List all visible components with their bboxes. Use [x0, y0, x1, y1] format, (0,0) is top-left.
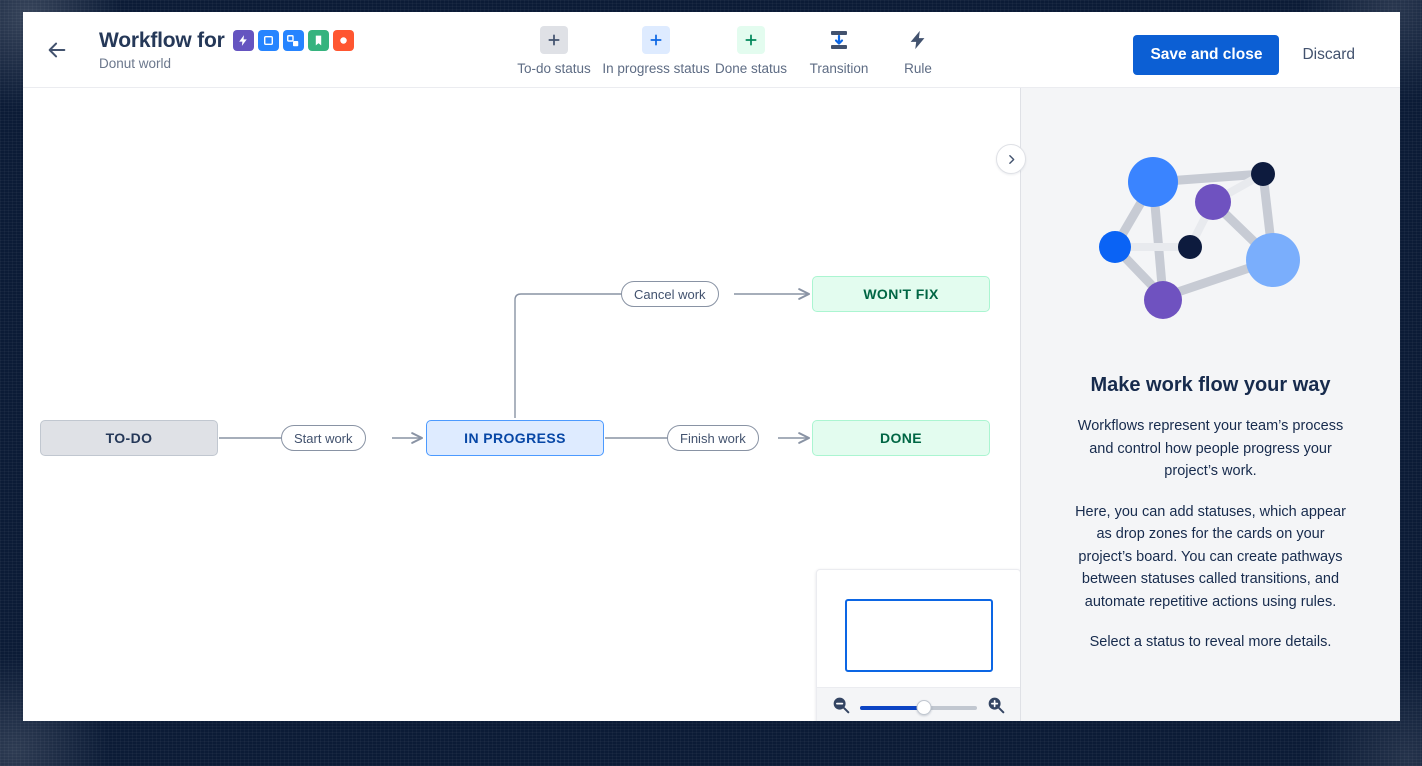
- story-icon[interactable]: [307, 30, 329, 51]
- transition-start-work[interactable]: Start work: [281, 425, 366, 451]
- chevron-right-icon: [1008, 154, 1014, 164]
- issue-type-icon-group: [232, 30, 354, 51]
- collapse-panel-button[interactable]: [996, 144, 1026, 174]
- workflow-editor-app: Workflow for: [23, 12, 1400, 721]
- page-title: Workflow for: [99, 28, 225, 52]
- panel-divider: [1020, 88, 1021, 721]
- zoom-slider[interactable]: [860, 700, 977, 716]
- header-actions: Save and close Discard: [1133, 35, 1372, 75]
- status-node-label: DONE: [879, 430, 923, 446]
- add-rule-button[interactable]: Rule: [883, 20, 953, 76]
- add-inprogress-status-label: In progress status: [602, 61, 710, 76]
- add-rule-label: Rule: [904, 61, 932, 76]
- status-node-label: WON'T FIX: [863, 286, 939, 302]
- editor-body: TO-DO IN PROGRESS DONE WON'T FIX Start w…: [23, 88, 1400, 721]
- zoom-in-icon[interactable]: [985, 694, 1007, 721]
- epic-icon[interactable]: [232, 30, 254, 51]
- add-transition-label: Transition: [809, 61, 869, 76]
- zoom-controls: [817, 687, 1020, 721]
- zoom-slider-fill: [860, 705, 925, 710]
- plus-icon: [737, 26, 765, 54]
- zoom-out-icon[interactable]: [830, 694, 852, 721]
- status-node-label: TO-DO: [105, 430, 153, 446]
- plus-icon: [642, 26, 670, 54]
- arrow-left-icon: [48, 42, 66, 57]
- canvas-minimap[interactable]: [816, 569, 1020, 721]
- add-transition-button[interactable]: Transition: [795, 20, 883, 76]
- status-node-done[interactable]: DONE: [812, 420, 990, 456]
- panel-title: Make work flow your way: [1090, 374, 1331, 396]
- app-header: Workflow for: [23, 12, 1400, 88]
- add-done-status-label: Done status: [714, 61, 788, 76]
- discard-button[interactable]: Discard: [1285, 35, 1372, 75]
- info-side-panel: Make work flow your way Workflows repres…: [1021, 88, 1400, 721]
- workflow-network-illustration: [1098, 157, 1300, 319]
- plus-icon: [540, 26, 568, 54]
- transition-cancel-work[interactable]: Cancel work: [621, 281, 719, 307]
- add-todo-status-button[interactable]: To-do status: [503, 20, 605, 76]
- task-icon[interactable]: [257, 30, 279, 51]
- save-and-close-button[interactable]: Save and close: [1133, 35, 1280, 75]
- title-block: Workflow for: [99, 29, 354, 71]
- minimap-viewport[interactable]: [845, 599, 993, 672]
- page-subtitle: Donut world: [99, 55, 172, 71]
- status-node-wont-fix[interactable]: WON'T FIX: [812, 276, 990, 312]
- panel-paragraph-1: Workflows represent your team’s process …: [1077, 418, 1344, 479]
- back-button[interactable]: [37, 30, 77, 70]
- status-node-todo[interactable]: TO-DO: [40, 420, 218, 456]
- transition-finish-work[interactable]: Finish work: [667, 425, 759, 451]
- transition-label: Finish work: [680, 430, 746, 446]
- editor-toolbar: To-do status In progress status Done sta…: [503, 20, 953, 76]
- rule-lightning-icon: [904, 26, 932, 54]
- panel-paragraph-3: Select a status to reveal more details.: [1089, 634, 1332, 650]
- status-node-label: IN PROGRESS: [464, 430, 566, 446]
- zoom-slider-thumb[interactable]: [916, 700, 932, 715]
- subtask-icon[interactable]: [282, 30, 304, 51]
- transition-label: Cancel work: [634, 286, 706, 302]
- workflow-canvas[interactable]: TO-DO IN PROGRESS DONE WON'T FIX Start w…: [23, 88, 1020, 721]
- panel-paragraph-2: Here, you can add statuses, which appear…: [1075, 503, 1346, 610]
- transition-label: Start work: [294, 430, 353, 446]
- add-inprogress-status-button[interactable]: In progress status: [602, 20, 710, 76]
- add-done-status-button[interactable]: Done status: [707, 20, 795, 76]
- add-todo-status-label: To-do status: [517, 61, 591, 76]
- transition-icon: [825, 26, 853, 54]
- title-row: Workflow for: [99, 29, 354, 53]
- status-node-in-progress[interactable]: IN PROGRESS: [426, 420, 604, 456]
- bug-icon[interactable]: [332, 30, 354, 51]
